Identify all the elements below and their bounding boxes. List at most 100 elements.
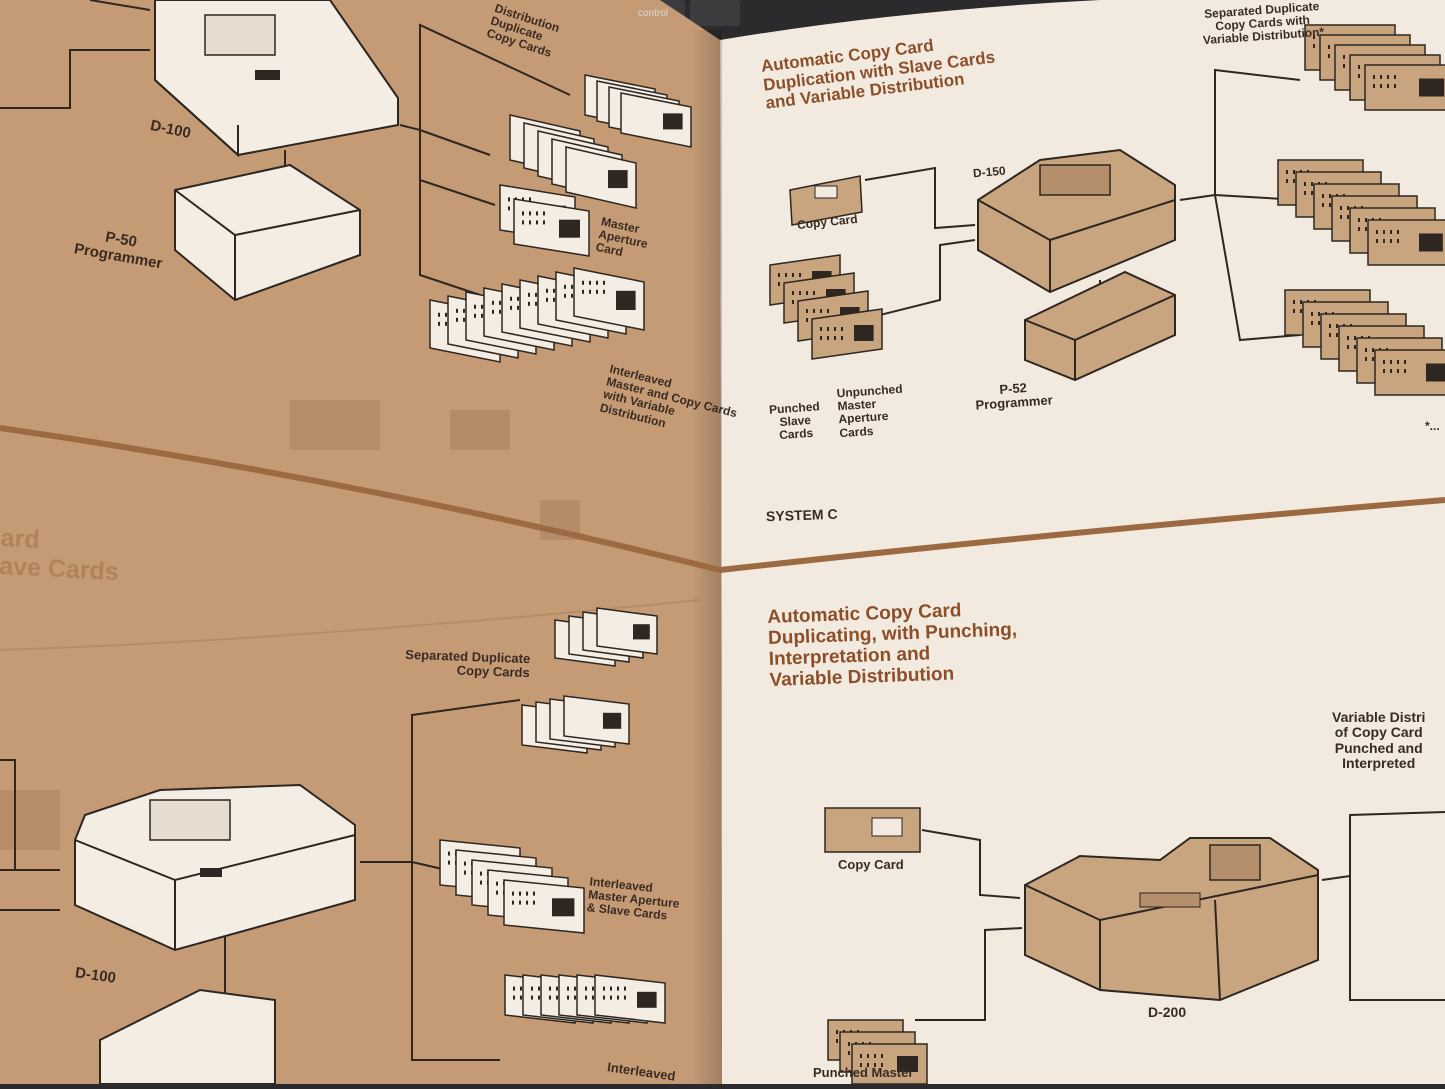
right-top-punched-slave-label: Punched Slave Cards [768,399,821,443]
punch-hole [464,861,466,866]
punch-hole [567,995,569,1000]
punch-hole [492,300,494,305]
punch-hole [820,336,822,340]
right-top-programmer [1024,270,1176,382]
punch-hole [463,317,465,322]
punch-hole [474,313,476,318]
punch-hole [526,891,528,896]
punch-hole [512,891,514,896]
punch-hole [827,309,829,313]
punch-hole [535,301,537,306]
punch-hole [463,308,465,313]
punch-hole [589,289,591,294]
punch-hole [1390,369,1392,373]
punch-hole [536,220,538,225]
punch-hole [1365,227,1367,231]
punch-hole [778,273,780,277]
punch-hole [499,300,501,305]
left-top-card-stack-2 [509,114,637,209]
punch-hole [571,284,573,289]
punch-hole [543,220,545,225]
punch-hole [445,321,447,326]
card [503,879,585,934]
right-bottom-copy-card-label: Copy Card [838,857,904,872]
punch-hole [1336,324,1338,328]
punch-hole [438,321,440,326]
punch-hole [813,291,815,295]
punch-hole [508,197,510,202]
punch-hole [1300,309,1302,313]
punch-hole [610,995,612,1000]
punch-hole [1313,35,1315,39]
punch-hole [820,327,822,331]
punch-hole [1397,230,1399,234]
punch-hole [1390,239,1392,243]
punch-hole [522,211,524,216]
punch-hole [592,986,594,991]
left-top-card-stack-3 [499,184,590,257]
punch-hole [827,336,829,340]
punch-hole [520,986,522,991]
punch-hole [1347,206,1349,210]
punch-hole [1380,75,1382,79]
punch-hole [535,292,537,297]
punch-hole [848,1042,850,1046]
punch-hole [582,289,584,294]
right-bottom-lines [915,811,1445,1021]
punch-hole [1358,218,1360,222]
punch-hole [512,900,514,905]
right-top-card-stack-slave [769,254,883,360]
aperture-window [559,219,580,238]
punch-hole [806,318,808,322]
punch-hole [549,995,551,1000]
aperture-window [603,712,622,729]
punch-hole [564,284,566,289]
punch-hole [1286,179,1288,183]
punch-hole [1322,203,1324,207]
punch-hole [841,327,843,331]
punch-hole [438,312,440,317]
background-photo [0,400,701,850]
punch-hole [799,273,801,277]
punch-hole [1347,345,1349,349]
punch-hole [836,1030,838,1034]
punch-hole [1390,360,1392,364]
left-bottom-separated-label: Separated Duplicate Copy Cards [405,646,531,681]
punch-hole [1347,336,1349,340]
punch-hole [533,891,535,896]
punch-hole [1336,333,1338,337]
punch-hole [1383,230,1385,234]
punch-hole [1397,360,1399,364]
aperture-window [552,898,575,917]
keyboard-key-label: control [638,8,669,19]
punch-hole [792,300,794,304]
punch-hole [529,220,531,225]
punch-hole [1354,336,1356,340]
punch-hole [1358,227,1360,231]
left-top-programmer [174,163,361,302]
punch-hole [1373,84,1375,88]
punch-hole [510,296,512,301]
punch-hole [1372,357,1374,361]
left-top-card-stack-4 [429,267,645,363]
card [594,974,666,1024]
punch-hole [1376,230,1378,234]
punch-hole [603,289,605,294]
punch-hole [1329,203,1331,207]
punch-hole [1394,75,1396,79]
punch-hole [522,220,524,225]
card [596,607,658,655]
punch-hole [546,288,548,293]
punch-hole [596,289,598,294]
punch-hole [806,309,808,313]
punch-hole [531,995,533,1000]
punch-hole [603,995,605,1000]
punch-hole [517,296,519,301]
punch-hole [589,280,591,285]
left-bottom-card-stack-3 [439,839,585,934]
punch-hole [1340,215,1342,219]
left-bottom-programmer [99,988,276,1085]
right-top-card-stack-2 [1277,159,1445,266]
punch-hole [1293,179,1295,183]
punch-hole [464,870,466,875]
